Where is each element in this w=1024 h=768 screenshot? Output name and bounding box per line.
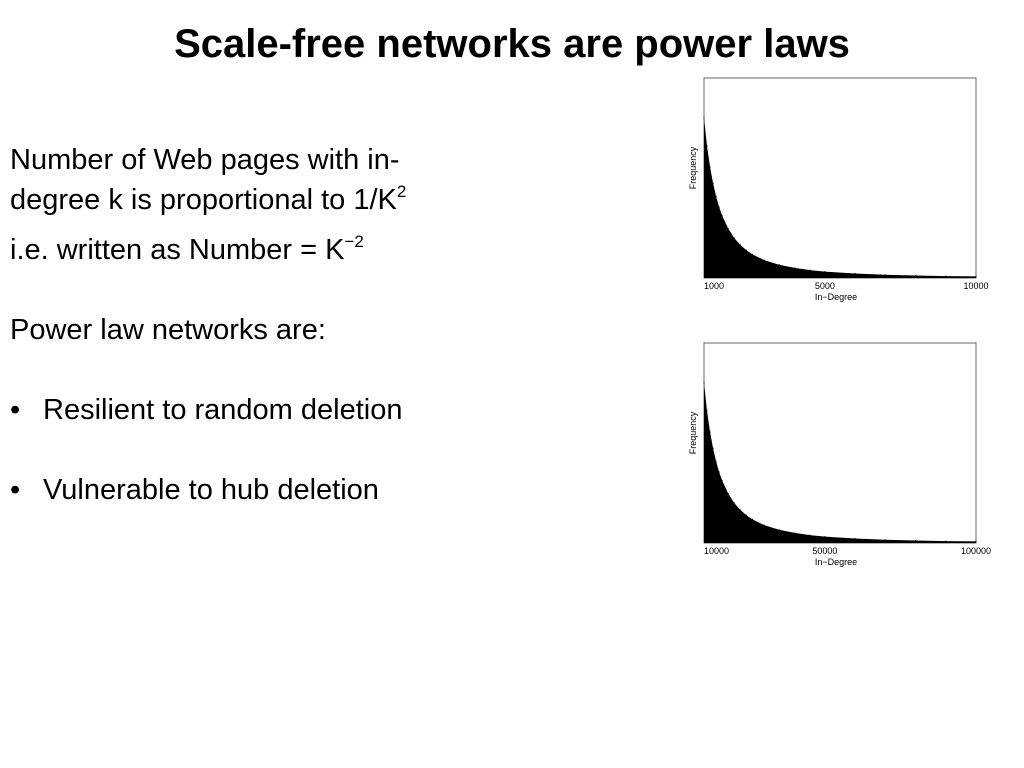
paragraph-proportional-text: Number of Web pages with in-degree k is … xyxy=(10,144,400,216)
data-point xyxy=(745,249,747,251)
data-point xyxy=(824,536,826,538)
data-point xyxy=(854,537,856,540)
data-point xyxy=(718,471,720,473)
data-point xyxy=(721,214,723,217)
x-axis-label: In−Degree xyxy=(815,557,857,567)
data-point xyxy=(778,264,781,266)
bullet-item-resilient: • Resilient to random deletion xyxy=(10,390,460,430)
data-point xyxy=(854,272,856,275)
x-tick-label: 10000 xyxy=(704,546,729,556)
data-point xyxy=(778,529,781,531)
data-point xyxy=(703,117,705,119)
paragraph-equation-text: i.e. written as Number = K xyxy=(10,234,345,266)
bullet-item-vulnerable: • Vulnerable to hub deletion xyxy=(10,470,460,510)
x-tick-label: 1000 xyxy=(704,281,724,291)
frequency-area xyxy=(704,383,976,543)
bullet-text-resilient: Resilient to random deletion xyxy=(43,394,403,426)
data-point xyxy=(712,447,714,449)
data-point xyxy=(824,271,826,273)
data-point xyxy=(715,460,717,462)
y-axis-label: Frequency xyxy=(688,411,698,454)
data-point xyxy=(709,431,711,433)
data-point xyxy=(727,227,729,230)
bullet-marker: • xyxy=(10,394,21,426)
y-axis-label: Frequency xyxy=(688,146,698,189)
frequency-area xyxy=(704,118,976,278)
x-tick-label: 100000 xyxy=(961,546,991,556)
data-point xyxy=(703,382,705,384)
negative-exponent-superscript: −2 xyxy=(344,232,364,251)
data-point xyxy=(884,274,886,276)
data-point xyxy=(884,539,886,541)
data-point xyxy=(809,534,811,536)
x-tick-label: 5000 xyxy=(815,281,835,291)
paragraph-proportional: Number of Web pages with in-degree k is … xyxy=(10,140,460,220)
exponent-superscript: 2 xyxy=(396,182,407,201)
data-point xyxy=(751,518,753,520)
data-point xyxy=(706,410,708,412)
data-point xyxy=(794,532,796,534)
data-point xyxy=(751,253,753,255)
data-point xyxy=(706,145,708,147)
plot-frame xyxy=(703,342,977,544)
data-point xyxy=(733,502,735,504)
data-point xyxy=(739,509,741,511)
data-point xyxy=(721,479,723,482)
bullet-text-vulnerable: Vulnerable to hub deletion xyxy=(43,474,379,506)
data-point xyxy=(945,275,947,277)
data-point xyxy=(945,540,947,542)
x-tick-label: 10000 xyxy=(963,281,988,291)
data-point xyxy=(914,274,917,277)
data-point xyxy=(715,195,717,197)
data-point xyxy=(763,259,766,261)
slide-title: Scale-free networks are power laws xyxy=(174,22,850,66)
bullet-marker: • xyxy=(10,474,21,506)
data-point xyxy=(712,182,714,184)
paragraph-properties-heading: Power law networks are: xyxy=(10,314,326,346)
body-text: Number of Web pages with in-degree k is … xyxy=(10,140,460,510)
data-point xyxy=(733,237,735,239)
data-point xyxy=(763,524,766,526)
data-point xyxy=(709,166,711,168)
data-point xyxy=(745,514,747,516)
data-point xyxy=(975,540,977,542)
data-point xyxy=(809,269,811,271)
data-point xyxy=(914,539,917,542)
plot-frame xyxy=(703,77,977,279)
data-point xyxy=(727,492,729,495)
x-tick-label: 50000 xyxy=(812,546,837,556)
data-point xyxy=(739,244,741,246)
data-point xyxy=(794,267,796,269)
data-point xyxy=(718,206,720,208)
x-axis-label: In−Degree xyxy=(815,292,857,302)
data-point xyxy=(975,275,977,277)
paragraph-equation: i.e. written as Number = K−2 xyxy=(10,230,460,270)
